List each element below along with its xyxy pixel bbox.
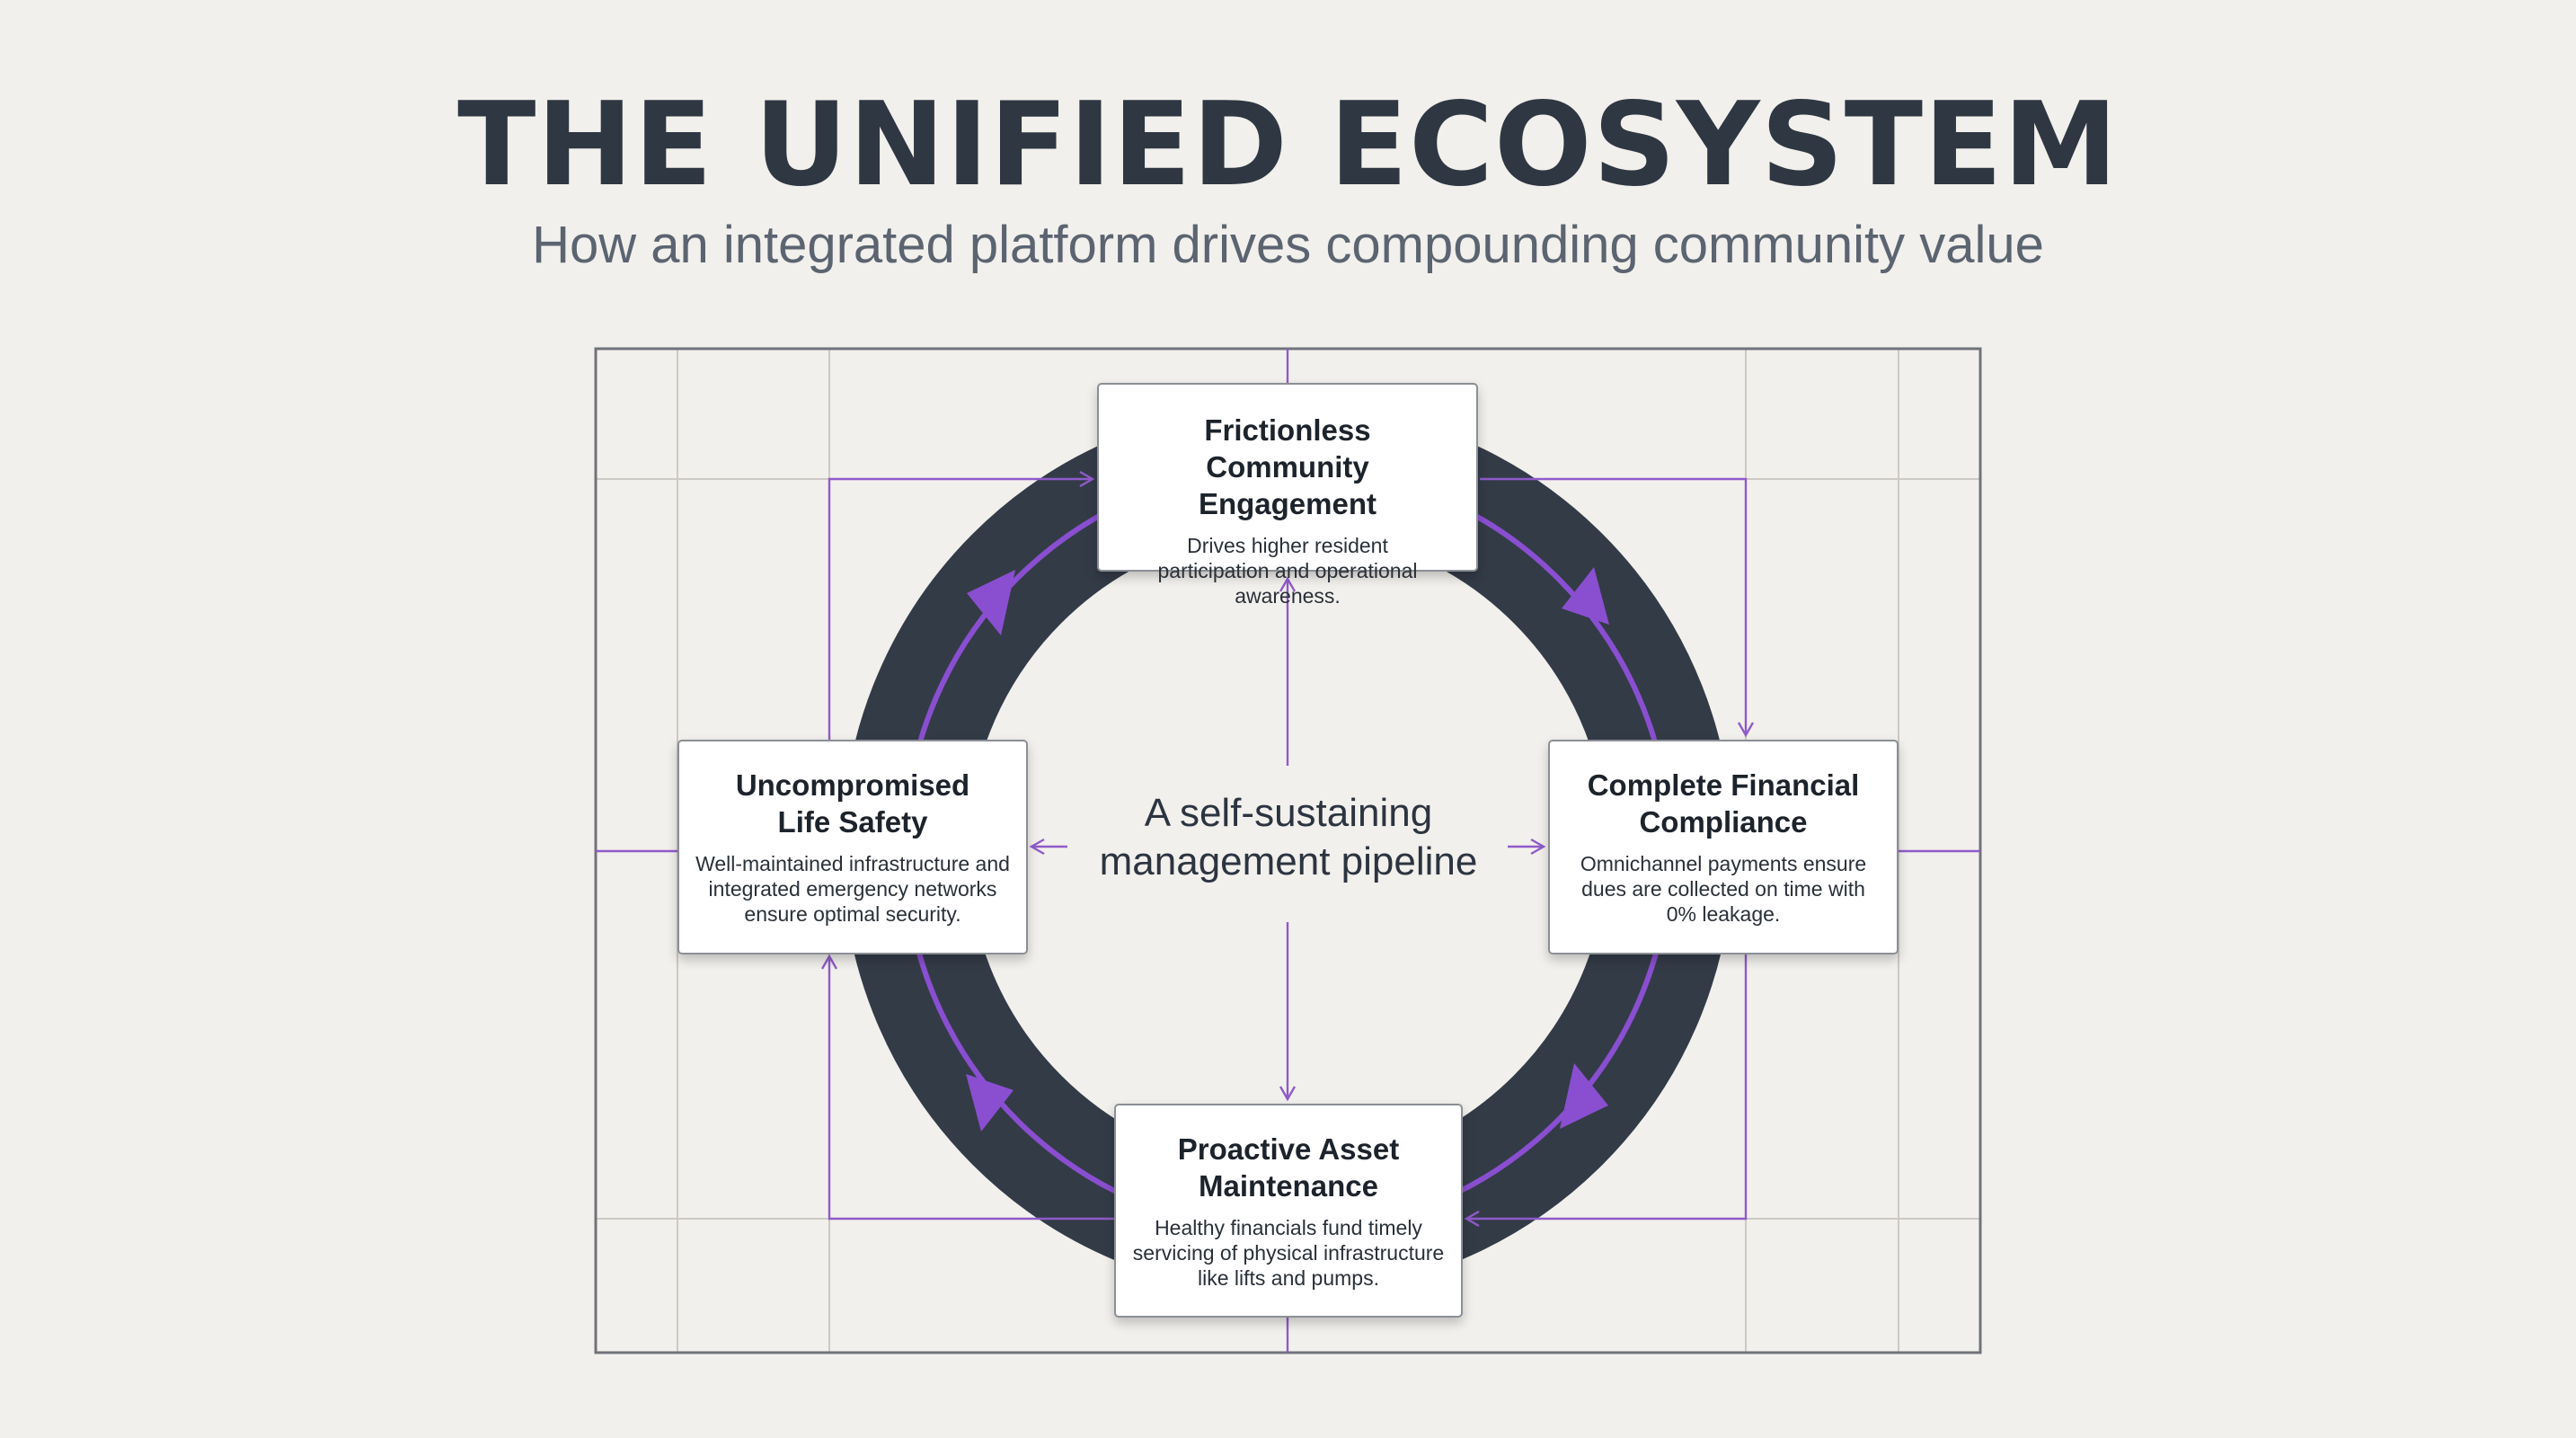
card-engagement-title: Frictionless Community Engagement bbox=[1198, 413, 1377, 520]
card-maintenance-description: Healthy financials fund timely servicing… bbox=[1132, 1216, 1445, 1290]
page-title: THE UNIFIED ECOSYSTEM bbox=[457, 78, 2119, 212]
page-subtitle: How an integrated platform drives compou… bbox=[532, 216, 2044, 274]
card-safety-title: Uncompromised Life Safety bbox=[735, 768, 970, 839]
card-financial-title: Complete Financial Compliance bbox=[1587, 768, 1860, 839]
ring-arrow-top-left bbox=[967, 570, 1015, 635]
card-engagement-description: Drives higher resident participation and… bbox=[1157, 534, 1418, 608]
card-engagement: Frictionless Community Engagement Drives… bbox=[1097, 383, 1478, 608]
connector-bottom-to-left bbox=[820, 954, 1114, 1221]
card-safety-description: Well-maintained infrastructure and integ… bbox=[695, 852, 1010, 926]
connector-top-to-right bbox=[1480, 477, 1755, 738]
card-financial-description: Omnichannel payments ensure dues are col… bbox=[1580, 852, 1867, 926]
connectors bbox=[596, 349, 1980, 1353]
ring-arrow-top-right bbox=[1562, 567, 1609, 625]
card-maintenance: Proactive Asset Maintenance Healthy fina… bbox=[1114, 1104, 1463, 1318]
connector-right-to-bottom bbox=[1464, 954, 1748, 1228]
ring-arrow-bottom-right bbox=[1560, 1063, 1608, 1129]
connector-left-to-top bbox=[828, 470, 1095, 740]
center-label: A self-sustaining management pipeline bbox=[1099, 791, 1478, 883]
ring-arrowheads bbox=[966, 567, 1609, 1132]
ring-arrow-bottom-left bbox=[966, 1074, 1014, 1132]
card-financial: Complete Financial Compliance Omnichanne… bbox=[1548, 740, 1899, 954]
card-safety: Uncompromised Life Safety Well-maintaine… bbox=[677, 740, 1028, 954]
card-maintenance-title: Proactive Asset Maintenance bbox=[1177, 1132, 1400, 1203]
